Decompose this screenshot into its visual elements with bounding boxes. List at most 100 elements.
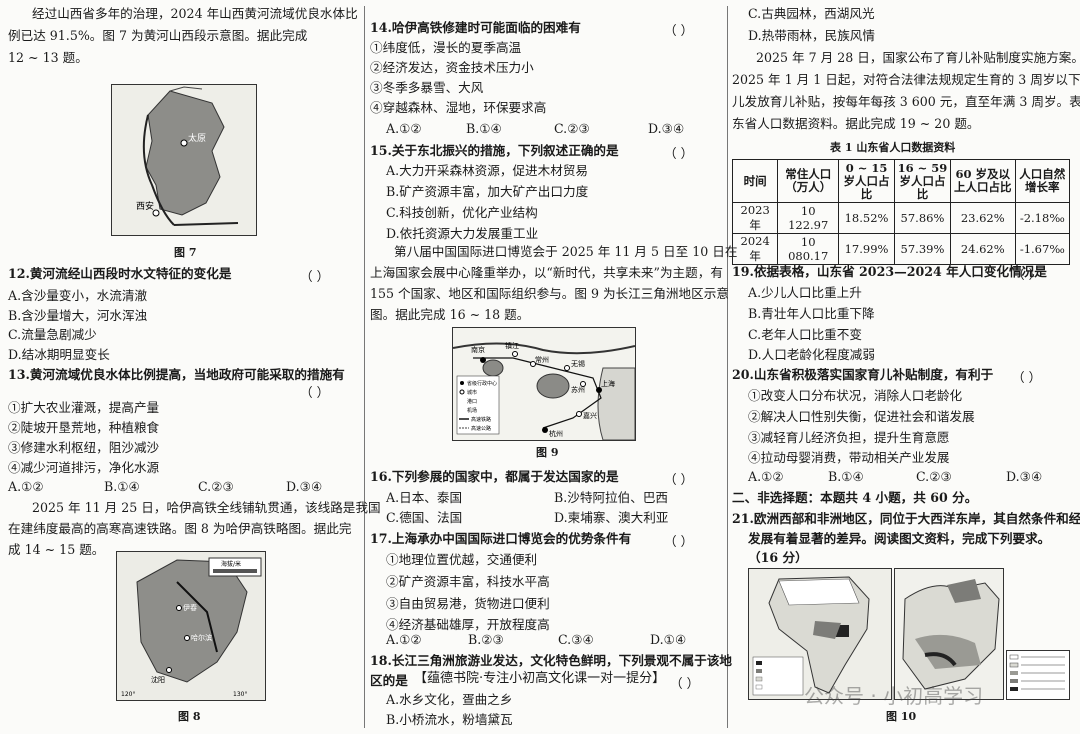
option-c: C.德国、法国 [386,510,463,525]
intro-text: 东省人口数据资料。据此完成 19 ~ 20 题。 [732,116,980,131]
column-right: C.古典园林，西湖风光 D.热带雨林，民族风情 2025 年 7 月 28 日，… [731,0,1080,734]
choice-d: D.③④ [286,479,323,494]
legend-item: 省级行政中心 [467,380,497,387]
promo-banner: 【蕴德书院·专注小初高文化课一对一提分】 [414,671,666,687]
intro-text: 图。据此完成 16 ~ 18 题。 [370,307,530,322]
option-a: A.少儿人口比重上升 [748,285,862,300]
column-left: 经过山西省多年的治理，2024 年山西黄河流域优良水体比 例已达 91.5%。图… [8,0,381,734]
statement-3: ③修建水利枢纽，阻沙减沙 [8,440,160,455]
table-cell: -2.18‰ [1014,202,1071,234]
figure-10-map-africa [748,568,892,700]
map-label-shenyang: 沈阳 [151,675,165,684]
table-header: 人口自然增长率 [1014,159,1071,203]
watermark-text: 公众号 · 小初高学习 [804,684,984,708]
intro-text: 上海国家会展中心隆重举办，以“新时代，共享未来”为主题，有 [370,265,723,280]
question-18-stem: 18.长江三角洲旅游业发达，文化特色鲜明，下列景观不属于该地 [370,653,732,668]
intro-text: 2025 年 1 月 1 日起，对符合法律法规规定生育的 3 周岁以下婴幼 [732,72,1080,87]
option-a: A.含沙量变小，水流清澈 [8,288,148,303]
answer-blank: （ ） [300,385,330,400]
statement-1: ①改变人口分布状况，消除人口老龄化 [748,388,963,403]
question-21-score: （16 分） [748,550,808,565]
longitude-130: 130° [233,691,247,698]
column-middle: 14.哈伊高铁修建时可能面临的困难有 （ ） ①纬度低，漫长的夏季高温 ②经济发… [370,0,737,734]
map-label-suzhou: 苏州 [571,385,585,394]
answer-blank: （ ） [664,472,694,487]
map-label-changzhou: 常州 [535,355,549,364]
legend-item: 高速铁路 [471,416,491,423]
answer-blank: （ ） [664,534,694,549]
statement-1: ①扩大农业灌溉，提高产量 [8,400,160,415]
map-label-zhenjiang: 镇江 [505,341,519,350]
option-c: C.老年人口比重不变 [748,327,862,342]
map-label-wuxi: 无锡 [571,359,585,368]
choice-d: D.①④ [650,632,687,647]
question-20-stem: 20.山东省积极落实国家育儿补贴制度，有利于 [732,367,994,382]
choice-c: C.②③ [198,479,234,494]
map-label-hangzhou: 杭州 [549,429,563,438]
map-label-xian: 西安 [136,200,154,212]
statement-2: ②经济发达，资金技术压力小 [370,60,534,75]
choice-b: B.①④ [104,479,140,494]
option-d: D.依托资源大力发展重工业 [386,226,539,241]
table-row: 2024 年 10 080.17 17.99% 57.39% 24.62% -1… [731,233,1071,265]
intro-text: 经过山西省多年的治理，2024 年山西黄河流域优良水体比 [32,6,358,21]
option-d: D.结冰期明显变长 [8,347,110,362]
answer-blank: （ ） [300,269,330,284]
choice-a: A.①② [386,121,422,136]
table-row: 2023 年 10 122.97 18.52% 57.86% 23.62% -2… [731,202,1071,234]
table-cell: -1.67‰ [1014,233,1071,265]
legend-item: 高速公路 [471,425,491,432]
option-b: B.青壮年人口比重下降 [748,306,875,321]
intro-text: 成 14 ~ 15 题。 [8,542,105,557]
statement-1: ①地理位置优越，交通便利 [386,552,538,567]
statement-2: ②解决人口性别失衡，促进社会和谐发展 [748,409,975,424]
table-header: 60 岁及以上人口占比 [949,159,1016,203]
intro-text: 在建纬度最高的高寒高速铁路。图 8 为哈伊高铁略图。据此完 [8,521,352,536]
answer-blank: （ ） [1012,267,1042,282]
intro-text: 儿发放育儿补贴，按每年每孩 3 600 元，直至年满 3 周岁。表 1 为山 [732,94,1080,109]
intro-text: 第八届中国国际进口博览会于 2025 年 11 月 5 日至 10 日在 [394,244,738,259]
map-label-harbin: 哈尔滨 [191,633,212,642]
option-c: C.古典园林，西湖风光 [748,6,875,21]
figure-10-caption: 图 10 [886,710,917,723]
option-b: B.矿产资源丰富，加大矿产出口力度 [386,184,589,199]
statement-3: ③自由贸易港，货物进口便利 [386,596,550,611]
answer-blank: （ ） [670,676,700,691]
statement-4: ④减少河道排污，净化水源 [8,460,160,475]
choice-d: D.③④ [648,121,685,136]
column-divider [364,6,365,728]
table-cell: 10 122.97 [777,202,840,234]
intro-text: 12 ~ 13 题。 [8,50,88,65]
table-cell: 24.62% [949,233,1016,265]
choice-a: A.①② [386,632,422,647]
table-cell: 57.39% [894,233,951,265]
statement-4: ④穿越森林、湿地，环保要求高 [370,100,547,115]
question-16-stem: 16.下列参展的国家中，都属于发达国家的是 [370,469,619,484]
option-c: C.科技创新，优化产业结构 [386,205,538,220]
choice-c: C.②③ [554,121,590,136]
map-label-jiaxing: 嘉兴 [583,411,597,420]
legend-item: 机场 [467,407,477,414]
intro-text: 2025 年 7 月 28 日，国家公布了育儿补贴制度实施方案。从 [756,50,1080,65]
table-cell: 2023 年 [731,202,779,234]
map-label-taiyuan: 太原 [188,132,206,144]
answer-blank: （ ） [664,23,694,38]
choice-c: C.②③ [916,469,952,484]
choice-d: D.③④ [1006,469,1043,484]
question-13-stem: 13.黄河流域优良水体比例提高，当地政府可能采取的措施有 [8,367,345,382]
statement-4: ④经济基础雄厚，开放程度高 [386,617,550,632]
legend-item: 港口 [467,398,477,405]
statement-3: ③冬季多暴雪、大风 [370,80,484,95]
section-heading: 二、非选择题：本题共 4 小题，共 60 分。 [732,490,978,505]
choice-b: B.②③ [468,632,504,647]
question-14-stem: 14.哈伊高铁修建时可能面临的困难有 [370,20,581,35]
question-19-stem: 19.依据表格，山东省 2023—2024 年人口变化情况是 [732,264,1047,279]
question-21-stem-cont: 发展有着显著的差异。阅读图文资料，完成下列要求。 [748,531,1051,546]
statement-2: ②矿产资源丰富，科技水平高 [386,574,550,589]
option-b: B.沙特阿拉伯、巴西 [554,490,669,505]
answer-blank: （ ） [1012,370,1042,385]
table-cell: 2024 年 [731,233,779,265]
option-d: D.柬埔寨、澳大利亚 [554,510,669,525]
map-label-nanjing: 南京 [471,345,485,354]
